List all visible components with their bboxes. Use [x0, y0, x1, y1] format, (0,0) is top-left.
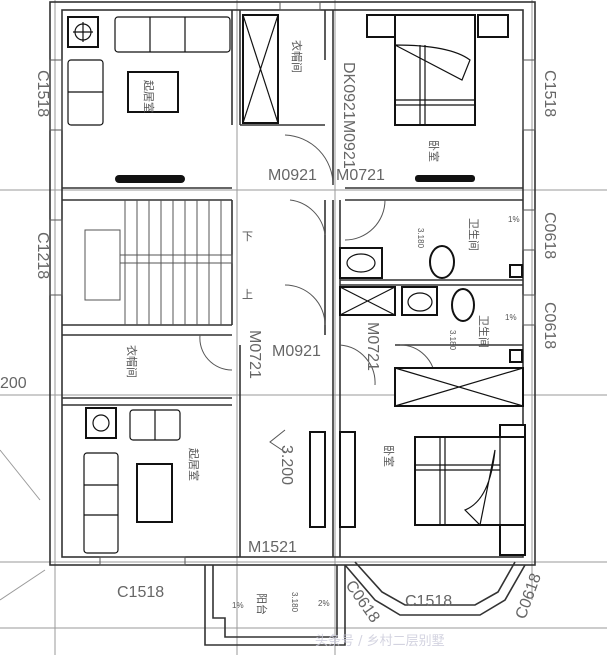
door-label: M0721: [336, 167, 385, 184]
door-label: M1521: [248, 539, 297, 556]
room-label: 衣帽间: [290, 40, 304, 73]
window-label: C1518: [117, 584, 164, 601]
door-label: M0921: [272, 343, 321, 360]
level-label: 3.200: [278, 445, 295, 485]
door-label: M0721: [364, 322, 381, 371]
door-label: M0921: [268, 167, 317, 184]
watermark: 头条号 / 乡村二层别墅: [315, 633, 445, 649]
furniture: [67, 14, 526, 556]
stair-up-label: 上: [242, 288, 253, 301]
window-label: C1218: [34, 232, 51, 279]
nightstand-icon: [366, 14, 398, 38]
door-label: M0721: [246, 330, 263, 379]
room-label: 衣帽间: [125, 345, 139, 378]
floor-drain-icon: [509, 349, 523, 363]
tv-cabinet-icon: [339, 431, 356, 528]
room-label: 卫生间: [467, 218, 481, 251]
slope-label: 1%: [508, 215, 520, 224]
level-label: 3.180: [448, 330, 457, 351]
sofa-icon: [114, 16, 231, 53]
level-label: 3.180: [290, 592, 299, 613]
room-label: 卧室: [382, 445, 396, 467]
room-label: 起居室: [142, 80, 156, 113]
coffee-table-icon: [127, 71, 179, 113]
room-label: 起居室: [187, 448, 201, 481]
room-label: 阳台: [255, 593, 269, 615]
nightstand-icon: [477, 14, 509, 38]
slope-label: 1%: [505, 313, 517, 322]
window-label: C1518: [405, 593, 452, 610]
staircase: [84, 200, 233, 325]
sofa-icon: [83, 452, 119, 554]
room-label: 卫生间: [477, 315, 491, 348]
tv-icon: [415, 175, 475, 182]
stair-down-label: 下: [242, 230, 253, 243]
room-label: 卧室: [427, 140, 441, 162]
door-label: DK0921M0921: [340, 62, 357, 169]
window-label: C1518: [541, 70, 558, 117]
window-label: C0618: [541, 212, 558, 259]
coffee-table-icon: [136, 463, 173, 523]
toilet-icon: [451, 288, 475, 322]
slope-label: 2%: [318, 599, 330, 608]
window-label: C1518: [34, 70, 51, 117]
nightstand-icon: [499, 524, 526, 556]
level-label: 3.180: [416, 228, 425, 249]
toilet-icon: [429, 245, 455, 279]
dimension-label: 200: [0, 375, 27, 392]
window-label: C0618: [541, 302, 558, 349]
tv-icon: [115, 175, 185, 183]
floor-drain-icon: [509, 264, 523, 278]
slope-label: 1%: [232, 601, 244, 610]
tv-cabinet-icon: [309, 431, 326, 528]
